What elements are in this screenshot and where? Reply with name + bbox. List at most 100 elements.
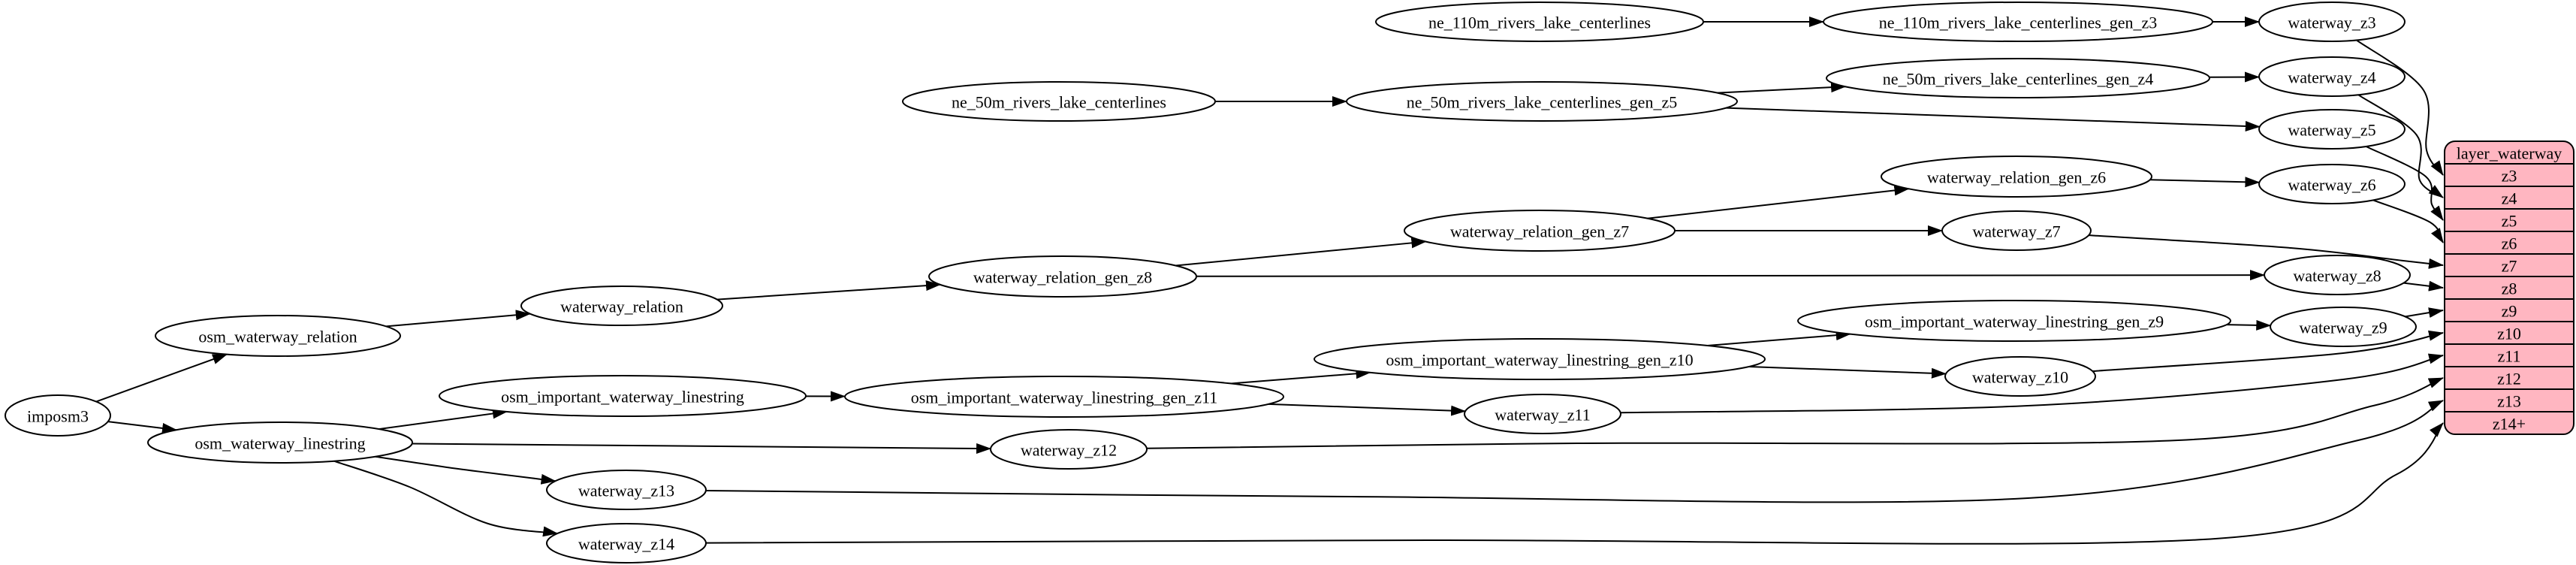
edge-waterway_z7-to-layer_waterway-z7 xyxy=(2089,234,2444,269)
edge-osm_waterway_linestring-to-waterway_z14 xyxy=(333,460,559,537)
edge-waterway_relation_gen_z7-to-waterway_relation_gen_z6 xyxy=(1647,185,1910,219)
node-label-ne_50m_rivers_lake_centerlines_gen_z4: ne_50m_rivers_lake_centerlines_gen_z4 xyxy=(1883,70,2153,89)
record-row-z3: z3 xyxy=(2502,167,2517,186)
node-osm_important_waterway_linestring_gen_z9: osm_important_waterway_linestring_gen_z9 xyxy=(1797,300,2231,342)
node-ne_50m_rivers_lake_centerlines: ne_50m_rivers_lake_centerlines xyxy=(902,81,1216,122)
node-osm_important_waterway_linestring: osm_important_waterway_linestring xyxy=(439,375,807,417)
node-label-waterway_z5: waterway_z5 xyxy=(2288,121,2375,140)
edge-osm_waterway_linestring-to-waterway_z12 xyxy=(412,443,992,454)
edge-osm_important_waterway_linestring_gen_z10-to-osm_important_waterway_linestring_gen_z9 xyxy=(1707,330,1851,346)
node-waterway_z10: waterway_z10 xyxy=(1944,356,2096,397)
node-waterway_z7: waterway_z7 xyxy=(1941,210,2092,251)
node-label-waterway_z12: waterway_z12 xyxy=(1021,441,1117,460)
node-label-osm_waterway_relation: osm_waterway_relation xyxy=(198,328,357,346)
record-row-z6: z6 xyxy=(2502,234,2517,253)
edge-waterway_z9-to-layer_waterway-z9 xyxy=(2405,307,2444,319)
node-label-osm_waterway_linestring: osm_waterway_linestring xyxy=(195,434,365,453)
record-row-z4: z4 xyxy=(2502,189,2517,208)
node-label-waterway_z4: waterway_z4 xyxy=(2288,68,2375,87)
node-label-waterway_z3: waterway_z3 xyxy=(2288,14,2375,32)
node-label-ne_110m_rivers_lake_centerlines_gen_z3: ne_110m_rivers_lake_centerlines_gen_z3 xyxy=(1879,14,2158,32)
edge-waterway_z8-to-layer_waterway-z8 xyxy=(2403,280,2444,292)
node-waterway_z14: waterway_z14 xyxy=(546,523,707,563)
node-waterway_z4: waterway_z4 xyxy=(2258,56,2406,97)
node-osm_waterway_linestring: osm_waterway_linestring xyxy=(147,421,413,464)
node-waterway_relation_gen_z8: waterway_relation_gen_z8 xyxy=(928,255,1197,298)
node-waterway_z8: waterway_z8 xyxy=(2264,255,2411,295)
node-label-ne_50m_rivers_lake_centerlines_gen_z5: ne_50m_rivers_lake_centerlines_gen_z5 xyxy=(1407,93,1677,112)
node-label-waterway_z14: waterway_z14 xyxy=(578,535,674,554)
edge-osm_important_waterway_linestring_gen_z11-to-osm_important_waterway_linestring_gen_z10 xyxy=(1230,368,1371,385)
node-label-osm_important_waterway_linestring_gen_z10: osm_important_waterway_linestring_gen_z1… xyxy=(1386,351,1693,370)
edge-osm_waterway_linestring-to-waterway_z13 xyxy=(375,455,557,485)
record-row-z8: z8 xyxy=(2502,279,2517,298)
edge-waterway_z3-to-layer_waterway-z3 xyxy=(2356,39,2444,176)
node-label-waterway_z10: waterway_z10 xyxy=(1972,368,2068,387)
record-row-z14+: z14+ xyxy=(2493,415,2526,434)
table-layer_waterway: layer_waterway z3 z4 z5 z6 z7 z8 z9 z10 z11 z12 z13… xyxy=(2444,140,2574,435)
node-ne_50m_rivers_lake_centerlines_gen_z5: ne_50m_rivers_lake_centerlines_gen_z5 xyxy=(1346,81,1738,122)
node-label-waterway_z11: waterway_z11 xyxy=(1495,406,1590,425)
node-label-waterway_z6: waterway_z6 xyxy=(2288,176,2375,195)
edge-ne_50m_rivers_lake_centerlines_gen_z5-to-waterway_z5 xyxy=(1726,107,2261,131)
edge-waterway_z6-to-layer_waterway-z6 xyxy=(2372,199,2444,243)
edge-osm_important_waterway_linestring_gen_z10-to-waterway_z10 xyxy=(1748,366,1947,379)
edge-osm_waterway_linestring-to-osm_important_waterway_linestring xyxy=(379,408,508,431)
edge-waterway_relation-to-waterway_relation_gen_z8 xyxy=(716,280,941,301)
record-header: layer_waterway xyxy=(2457,144,2562,163)
node-ne_50m_rivers_lake_centerlines_gen_z4: ne_50m_rivers_lake_centerlines_gen_z4 xyxy=(1826,58,2210,98)
record-row-z7: z7 xyxy=(2502,257,2517,276)
node-osm_important_waterway_linestring_gen_z10: osm_important_waterway_linestring_gen_z1… xyxy=(1314,338,1766,380)
node-label-waterway_z7: waterway_z7 xyxy=(1972,222,2060,241)
node-waterway_relation: waterway_relation xyxy=(520,286,723,326)
node-label-ne_50m_rivers_lake_centerlines: ne_50m_rivers_lake_centerlines xyxy=(952,93,1166,112)
record-row-z13: z13 xyxy=(2497,392,2521,411)
node-label-waterway_relation_gen_z6: waterway_relation_gen_z6 xyxy=(1927,168,2106,187)
node-imposm3: imposm3 xyxy=(5,394,111,437)
edge-waterway_relation_gen_z8-to-waterway_z8 xyxy=(1196,270,2265,281)
node-label-osm_important_waterway_linestring_gen_z9: osm_important_waterway_linestring_gen_z9 xyxy=(1865,313,2164,331)
node-waterway_z11: waterway_z11 xyxy=(1464,394,1621,434)
node-osm_waterway_relation: osm_waterway_relation xyxy=(155,315,401,357)
node-label-osm_important_waterway_linestring_gen_z11: osm_important_waterway_linestring_gen_z1… xyxy=(911,388,1218,407)
node-ne_110m_rivers_lake_centerlines: ne_110m_rivers_lake_centerlines xyxy=(1375,2,1704,42)
edge-waterway_z4-to-layer_waterway-z4 xyxy=(2357,94,2444,198)
record-outline xyxy=(2444,140,2574,435)
node-waterway_z9: waterway_z9 xyxy=(2270,307,2417,347)
node-label-ne_110m_rivers_lake_centerlines: ne_110m_rivers_lake_centerlines xyxy=(1428,14,1651,32)
edge-waterway_relation_gen_z8-to-waterway_relation_gen_z7 xyxy=(1175,237,1427,267)
record-row-z11: z11 xyxy=(2498,347,2521,366)
node-label-waterway_z9: waterway_z9 xyxy=(2299,319,2387,337)
node-waterway_relation_gen_z6: waterway_relation_gen_z6 xyxy=(1881,156,2152,198)
node-waterway_z13: waterway_z13 xyxy=(546,470,707,510)
edge-waterway_z11-to-layer_waterway-z11 xyxy=(1620,353,2444,414)
node-waterway_z5: waterway_z5 xyxy=(2258,109,2406,150)
record-row-z12: z12 xyxy=(2497,370,2521,388)
edge-osm_waterway_relation-to-waterway_relation xyxy=(386,310,531,328)
edge-imposm3-to-osm_waterway_linestring xyxy=(107,421,178,434)
node-label-osm_important_waterway_linestring: osm_important_waterway_linestring xyxy=(501,388,744,406)
edge-imposm3-to-osm_waterway_relation xyxy=(95,353,228,403)
edge-waterway_z10-to-layer_waterway-z10 xyxy=(2092,330,2444,373)
node-layer: imposm3 osm_waterway_relation osm_waterway… xyxy=(5,2,2417,563)
edge-waterway_z13-to-layer_waterway-z13 xyxy=(705,400,2444,503)
edge-waterway_z5-to-layer_waterway-z5 xyxy=(2366,146,2444,221)
record-row-z5: z5 xyxy=(2502,212,2517,231)
node-label-waterway_z13: waterway_z13 xyxy=(578,482,674,500)
edge-waterway_z12-to-layer_waterway-z12 xyxy=(1146,377,2444,449)
edge-waterway_relation_gen_z6-to-waterway_z6 xyxy=(2149,177,2261,188)
node-waterway_z3: waterway_z3 xyxy=(2258,2,2406,42)
edge-osm_important_waterway_linestring_gen_z11-to-waterway_z11 xyxy=(1268,403,1467,416)
node-label-waterway_relation_gen_z8: waterway_relation_gen_z8 xyxy=(973,268,1152,287)
record-row-z10: z10 xyxy=(2497,325,2521,343)
node-label-imposm3: imposm3 xyxy=(27,407,89,426)
node-label-waterway_relation: waterway_relation xyxy=(560,298,683,316)
edge-ne_50m_rivers_lake_centerlines_gen_z5-to-ne_50m_rivers_lake_centerlines_gen_z4 xyxy=(1717,82,1847,94)
node-label-waterway_relation_gen_z7: waterway_relation_gen_z7 xyxy=(1450,222,1629,241)
record-row-z9: z9 xyxy=(2502,302,2517,321)
node-label-waterway_z8: waterway_z8 xyxy=(2293,267,2381,286)
node-waterway_z6: waterway_z6 xyxy=(2258,164,2406,204)
node-ne_110m_rivers_lake_centerlines_gen_z3: ne_110m_rivers_lake_centerlines_gen_z3 xyxy=(1823,2,2213,42)
node-osm_important_waterway_linestring_gen_z11: osm_important_waterway_linestring_gen_z1… xyxy=(844,376,1284,418)
